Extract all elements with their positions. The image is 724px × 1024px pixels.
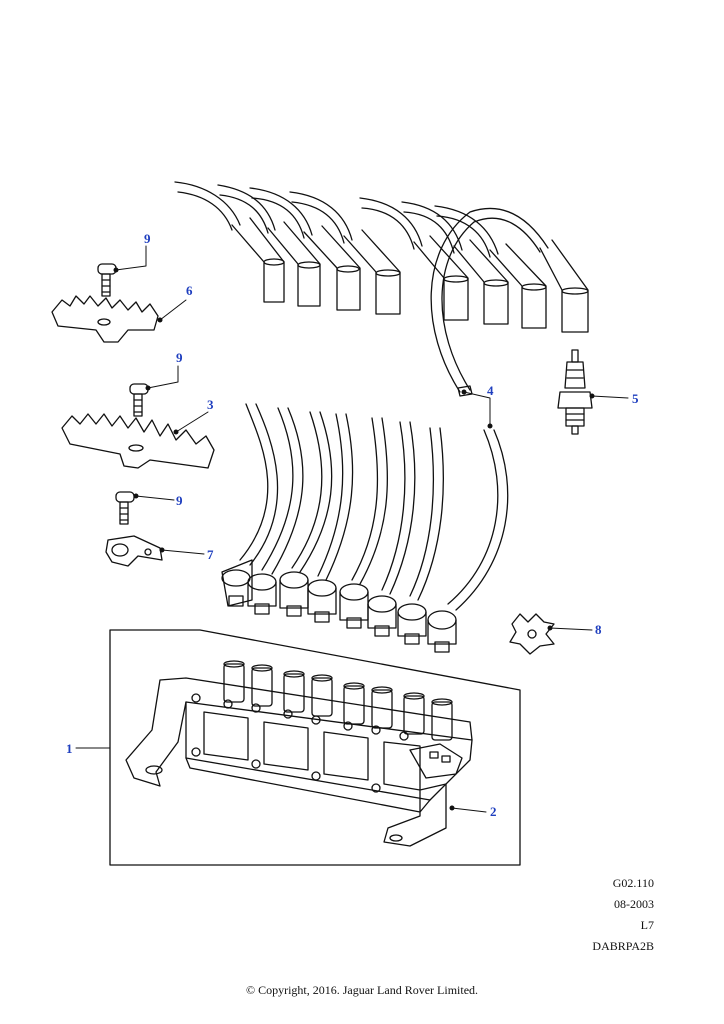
lower-ht-lead-set: [221, 403, 509, 653]
callout-7[interactable]: 7: [207, 547, 214, 562]
callout-8[interactable]: 8: [595, 622, 602, 637]
callout-9-upper[interactable]: 9: [144, 231, 151, 246]
drawing-date: 08-2003: [614, 897, 654, 911]
drawing-id: DABRPA2B: [592, 939, 654, 953]
callout-9-lower[interactable]: 9: [176, 493, 183, 508]
lead-separator-3: [61, 413, 215, 469]
callout-6[interactable]: 6: [186, 283, 193, 298]
upper-ht-lead-set: [174, 181, 589, 397]
callout-4[interactable]: 4: [487, 383, 494, 398]
clip-8: [509, 613, 555, 655]
leader-lines: [75, 245, 629, 813]
copyright-notice: © Copyright, 2016. Jaguar Land Rover Lim…: [245, 983, 479, 997]
bracket-7: [105, 535, 163, 567]
callout-9-middle[interactable]: 9: [176, 350, 183, 365]
lead-separator-6: [51, 295, 159, 343]
callout-5[interactable]: 5: [632, 391, 639, 406]
coil-pack-assembly: [125, 660, 473, 847]
drawing-ref: G02.110: [612, 876, 654, 890]
spark-plug: [557, 349, 593, 435]
drawing-code: L7: [640, 918, 654, 932]
callout-3[interactable]: 3: [207, 397, 214, 412]
coil-pack-frame: [109, 629, 521, 866]
callout-2[interactable]: 2: [490, 804, 497, 819]
callout-1[interactable]: 1: [66, 741, 73, 756]
